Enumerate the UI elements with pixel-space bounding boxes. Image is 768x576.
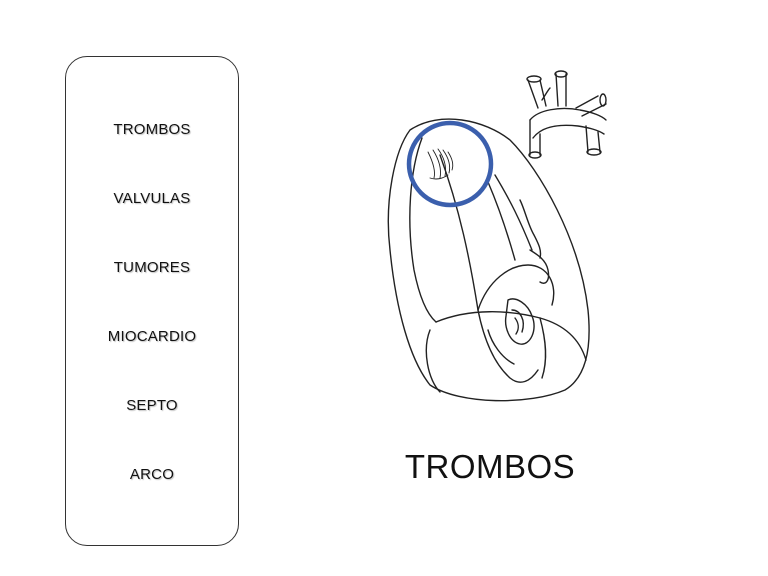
section-menu-panel: TROMBOS VALVULAS TUMORES MIOCARDIO SEPTO… — [65, 56, 239, 546]
diagram-caption: TROMBOS — [404, 448, 576, 485]
menu-item-valvulas[interactable]: VALVULAS — [113, 190, 191, 207]
menu-item-tumores[interactable]: TUMORES — [113, 259, 191, 276]
highlight-circle — [406, 120, 494, 208]
menu-item-arco[interactable]: ARCO — [129, 466, 175, 483]
aortic-arch-drawing — [526, 70, 607, 159]
menu-item-trombos[interactable]: TROMBOS — [113, 121, 191, 138]
thrombus-drawing — [427, 148, 454, 180]
heart-outline-drawing — [387, 118, 590, 402]
menu-item-miocardio[interactable]: MIOCARDIO — [107, 328, 197, 345]
menu-item-septo[interactable]: SEPTO — [126, 397, 178, 414]
heart-illustration — [387, 70, 607, 402]
